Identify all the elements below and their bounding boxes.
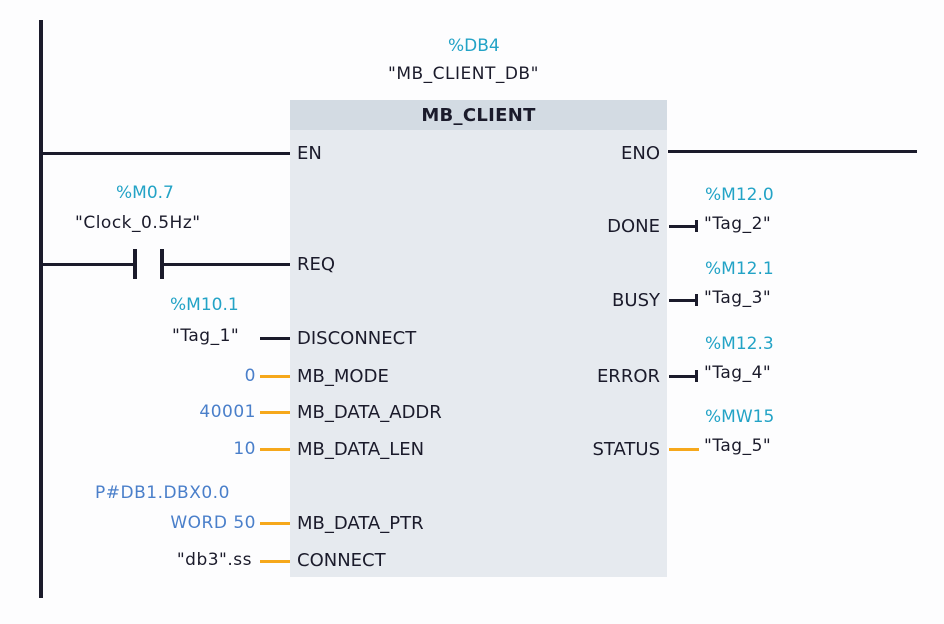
busy-address[interactable]: %M12.1 bbox=[705, 259, 774, 279]
contact-address[interactable]: %M0.7 bbox=[116, 183, 174, 203]
connect-wire bbox=[260, 560, 290, 563]
pin-mb-data-len: MB_DATA_LEN bbox=[297, 439, 425, 460]
error-address[interactable]: %M12.3 bbox=[705, 334, 774, 354]
mb-data-ptr-line1[interactable]: P#DB1.DBX0.0 bbox=[95, 483, 230, 503]
eno-wire bbox=[668, 150, 917, 153]
error-symbol[interactable]: "Tag_4" bbox=[704, 363, 772, 383]
mb-client-block[interactable]: MB_CLIENT bbox=[290, 100, 667, 577]
mb-mode-value[interactable]: 0 bbox=[244, 366, 256, 386]
req-wire-left bbox=[41, 263, 135, 266]
instance-db-address[interactable]: %DB4 bbox=[448, 36, 500, 56]
busy-symbol[interactable]: "Tag_3" bbox=[704, 288, 772, 308]
done-wire bbox=[669, 225, 697, 228]
busy-coil-end-icon bbox=[695, 294, 698, 306]
pin-eno: ENO bbox=[620, 143, 660, 164]
contact-no-left-plate[interactable] bbox=[133, 249, 137, 279]
done-coil-end-icon bbox=[695, 220, 698, 232]
connect-operand[interactable]: "db3".ss bbox=[176, 550, 252, 570]
mb-data-addr-wire bbox=[260, 411, 290, 414]
pin-en: EN bbox=[297, 143, 322, 164]
mb-data-ptr-wire bbox=[260, 522, 290, 525]
pin-req: REQ bbox=[297, 254, 336, 275]
mb-data-len-wire bbox=[260, 448, 290, 451]
pin-mb-mode: MB_MODE bbox=[297, 366, 389, 387]
pin-busy: BUSY bbox=[612, 290, 660, 311]
pin-connect: CONNECT bbox=[297, 550, 386, 571]
contact-symbol[interactable]: "Clock_0.5Hz" bbox=[75, 213, 201, 233]
pin-disconnect: DISCONNECT bbox=[297, 328, 417, 349]
error-wire bbox=[669, 375, 697, 378]
block-title: MB_CLIENT bbox=[290, 100, 667, 130]
pin-status: STATUS bbox=[592, 439, 660, 460]
pin-error: ERROR bbox=[596, 366, 660, 387]
busy-wire bbox=[669, 299, 697, 302]
disconnect-symbol[interactable]: "Tag_1" bbox=[172, 326, 240, 346]
disconnect-wire bbox=[260, 337, 290, 340]
status-symbol[interactable]: "Tag_5" bbox=[704, 436, 772, 456]
mb-data-addr-value[interactable]: 40001 bbox=[199, 402, 256, 422]
disconnect-address[interactable]: %M10.1 bbox=[170, 295, 239, 315]
power-rail bbox=[39, 20, 43, 598]
pin-mb-data-addr: MB_DATA_ADDR bbox=[297, 402, 442, 423]
status-wire bbox=[669, 448, 699, 451]
status-address[interactable]: %MW15 bbox=[705, 407, 775, 427]
pin-done: DONE bbox=[607, 216, 660, 237]
mb-data-len-value[interactable]: 10 bbox=[233, 439, 256, 459]
mb-mode-wire bbox=[260, 375, 290, 378]
done-symbol[interactable]: "Tag_2" bbox=[704, 214, 772, 234]
pin-mb-data-ptr: MB_DATA_PTR bbox=[297, 513, 424, 534]
en-wire bbox=[41, 152, 290, 155]
error-coil-end-icon bbox=[695, 370, 698, 382]
contact-no-right-plate[interactable] bbox=[160, 249, 164, 279]
done-address[interactable]: %M12.0 bbox=[705, 185, 774, 205]
mb-data-ptr-line2[interactable]: WORD 50 bbox=[170, 513, 256, 533]
req-wire-right bbox=[163, 263, 290, 266]
instance-db-name[interactable]: "MB_CLIENT_DB" bbox=[388, 64, 539, 84]
